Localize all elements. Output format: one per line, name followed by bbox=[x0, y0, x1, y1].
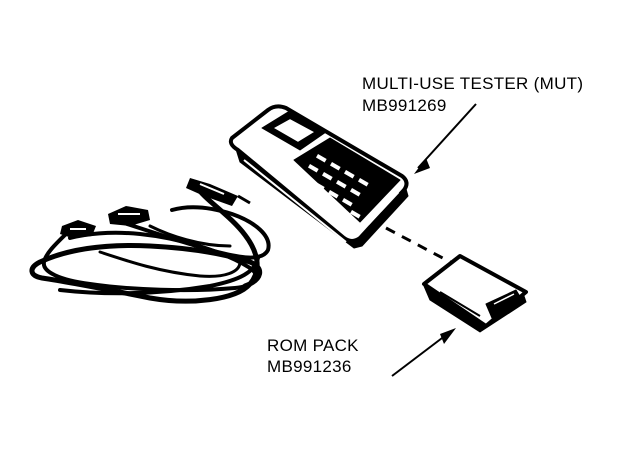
arrow-to-tester bbox=[414, 103, 477, 174]
rom-pack-name-label: ROM PACK bbox=[267, 336, 359, 355]
rom-pack-part-number: MB991236 bbox=[267, 357, 352, 376]
cable-connector-middle bbox=[108, 206, 150, 226]
arrow-to-rom-pack bbox=[391, 328, 456, 377]
tester-name-label: MULTI-USE TESTER (MUT) bbox=[362, 74, 584, 93]
rom-pack-cartridge bbox=[422, 254, 528, 333]
multi-use-tester-device bbox=[228, 104, 409, 249]
coiled-cable bbox=[29, 183, 271, 304]
cable-connector-top bbox=[186, 178, 251, 206]
tester-part-number: MB991269 bbox=[362, 96, 447, 115]
cable-connector-left bbox=[60, 220, 96, 238]
dashed-connection-line bbox=[385, 226, 455, 266]
